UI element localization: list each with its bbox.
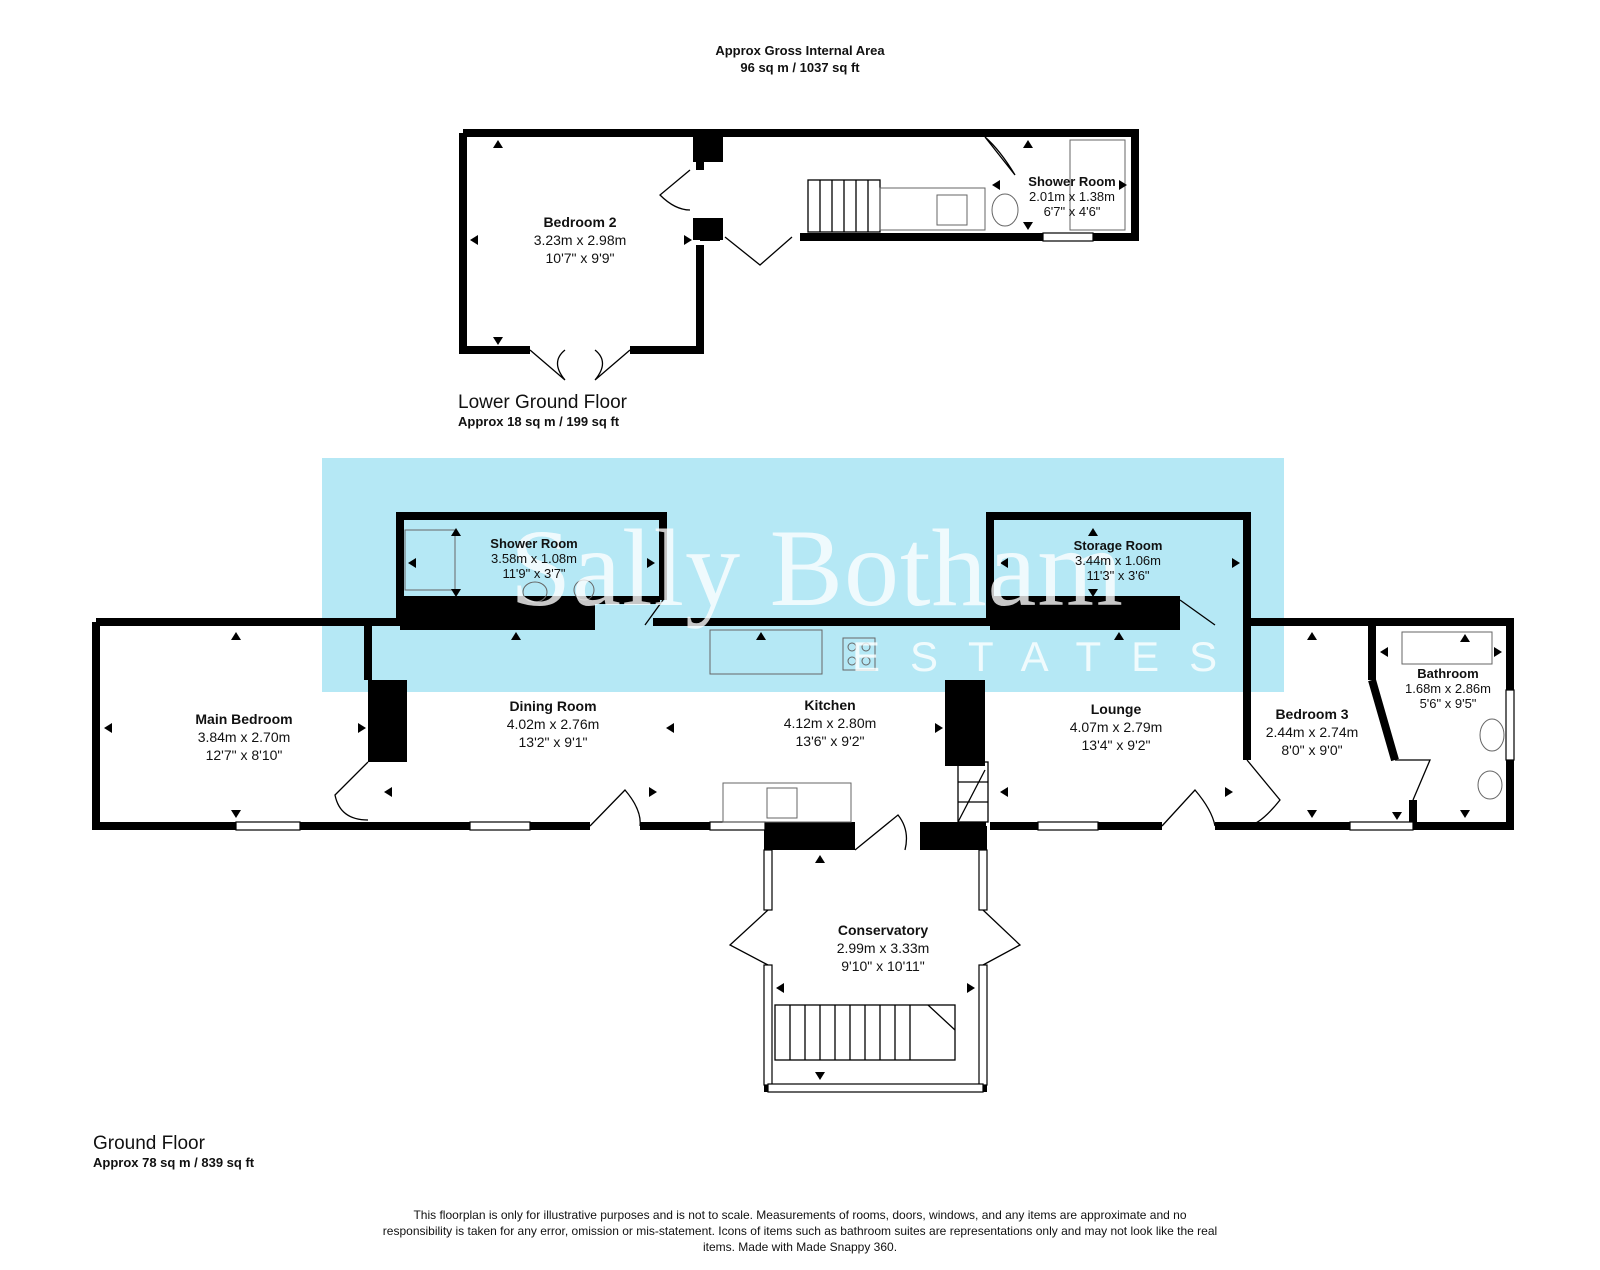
- room-metric: 1.68m x 2.86m: [1405, 681, 1491, 696]
- room-metric: 2.44m x 2.74m: [1265, 724, 1359, 740]
- room-name: Conservatory: [837, 922, 929, 938]
- gross-area-value: 96 sq m / 1037 sq ft: [740, 60, 860, 75]
- wall-main-bedroom-top: [96, 618, 372, 680]
- wall-shower-room: [396, 512, 667, 622]
- room-imperial: 8'0" x 9'0": [1281, 742, 1343, 758]
- wall-storage-room: [986, 512, 1251, 622]
- wall-bedroom2-left: [459, 133, 530, 354]
- floor-area: Approx 78 sq m / 839 sq ft: [93, 1155, 255, 1170]
- room-name: Lounge: [1090, 701, 1142, 717]
- gross-area-title: Approx Gross Internal Area: [715, 43, 885, 58]
- room-imperial: 13'6" x 9'2": [795, 733, 865, 749]
- room-storage: Storage Room 3.44m x 1.06m 11'3" x 3'6": [1018, 538, 1218, 583]
- room-imperial: 13'2" x 9'1": [518, 734, 588, 750]
- room-metric: 3.23m x 2.98m: [533, 232, 627, 248]
- room-imperial: 13'4" x 9'2": [1081, 737, 1151, 753]
- room-imperial: 10'7" x 9'9": [545, 250, 615, 266]
- watermark-band: [322, 458, 1284, 692]
- room-metric: 2.99m x 3.33m: [836, 940, 930, 956]
- room-name: Shower Room: [1028, 174, 1116, 189]
- wall-main-bedroom-left: [92, 622, 236, 830]
- room-metric: 4.12m x 2.80m: [783, 715, 877, 731]
- room-imperial: 12'7" x 8'10": [205, 747, 283, 763]
- room-name: Main Bedroom: [195, 711, 293, 727]
- room-metric: 4.02m x 2.76m: [506, 716, 600, 732]
- room-bedroom3: Bedroom 3 2.44m x 2.74m 8'0" x 9'0": [1212, 705, 1412, 759]
- room-imperial: 11'3" x 3'6": [1086, 568, 1150, 583]
- room-lounge: Lounge 4.07m x 2.79m 13'4" x 9'2": [1016, 700, 1216, 754]
- ground-floor-caption: Ground Floor Approx 78 sq m / 839 sq ft: [93, 1133, 254, 1170]
- room-kitchen: Kitchen 4.12m x 2.80m 13'6" x 9'2": [730, 696, 930, 750]
- room-dining: Dining Room 4.02m x 2.76m 13'2" x 9'1": [453, 697, 653, 751]
- room-imperial: 9'10" x 10'11": [841, 958, 925, 974]
- room-metric: 3.58m x 1.08m: [491, 551, 577, 566]
- room-imperial: 5'6" x 9'5": [1419, 696, 1477, 711]
- floor-title: Ground Floor: [93, 1133, 205, 1154]
- room-metric: 4.07m x 2.79m: [1069, 719, 1163, 735]
- wall-bedroom2-right: [630, 245, 704, 354]
- room-lower-shower: Shower Room 2.01m x 1.38m 6'7" x 4'6": [972, 174, 1172, 219]
- room-name: Kitchen: [804, 697, 856, 713]
- door-bedroom2: [659, 169, 691, 211]
- room-bathroom: Bathroom 1.68m x 2.86m 5'6" x 9'5": [1348, 666, 1548, 711]
- room-metric: 3.44m x 1.06m: [1075, 553, 1161, 568]
- room-name: Bathroom: [1417, 666, 1479, 681]
- room-name: Shower Room: [490, 536, 578, 551]
- watermark-brand: Sally Botham: [510, 507, 1124, 629]
- floor-area: Approx 18 sq m / 199 sq ft: [458, 414, 620, 429]
- room-ground-shower: Shower Room 3.58m x 1.08m 11'9" x 3'7": [434, 536, 634, 581]
- room-metric: 2.01m x 1.38m: [1029, 189, 1115, 204]
- room-imperial: 6'7" x 4'6": [1043, 204, 1101, 219]
- watermark-sub: ESTATES: [852, 633, 1248, 680]
- room-name: Dining Room: [509, 698, 597, 714]
- room-name: Storage Room: [1073, 538, 1163, 553]
- room-conservatory: Conservatory 2.99m x 3.33m 9'10" x 10'11…: [783, 921, 983, 975]
- room-name: Bedroom 3: [1275, 706, 1349, 722]
- room-main-bedroom: Main Bedroom 3.84m x 2.70m 12'7" x 8'10": [144, 710, 344, 764]
- lower-ground-caption: Lower Ground Floor Approx 18 sq m / 199 …: [458, 392, 627, 429]
- floor-title: Lower Ground Floor: [458, 392, 627, 413]
- room-metric: 3.84m x 2.70m: [197, 729, 291, 745]
- room-name: Bedroom 2: [543, 214, 617, 230]
- wall-bedroom2-top: [463, 129, 704, 170]
- gross-area-header: Approx Gross Internal Area 96 sq m / 103…: [600, 42, 1000, 76]
- room-bedroom2: Bedroom 2 3.23m x 2.98m 10'7" x 9'9": [480, 213, 680, 267]
- room-imperial: 11'9" x 3'7": [502, 566, 566, 581]
- disclaimer-text: This floorplan is only for illustrative …: [382, 1208, 1218, 1254]
